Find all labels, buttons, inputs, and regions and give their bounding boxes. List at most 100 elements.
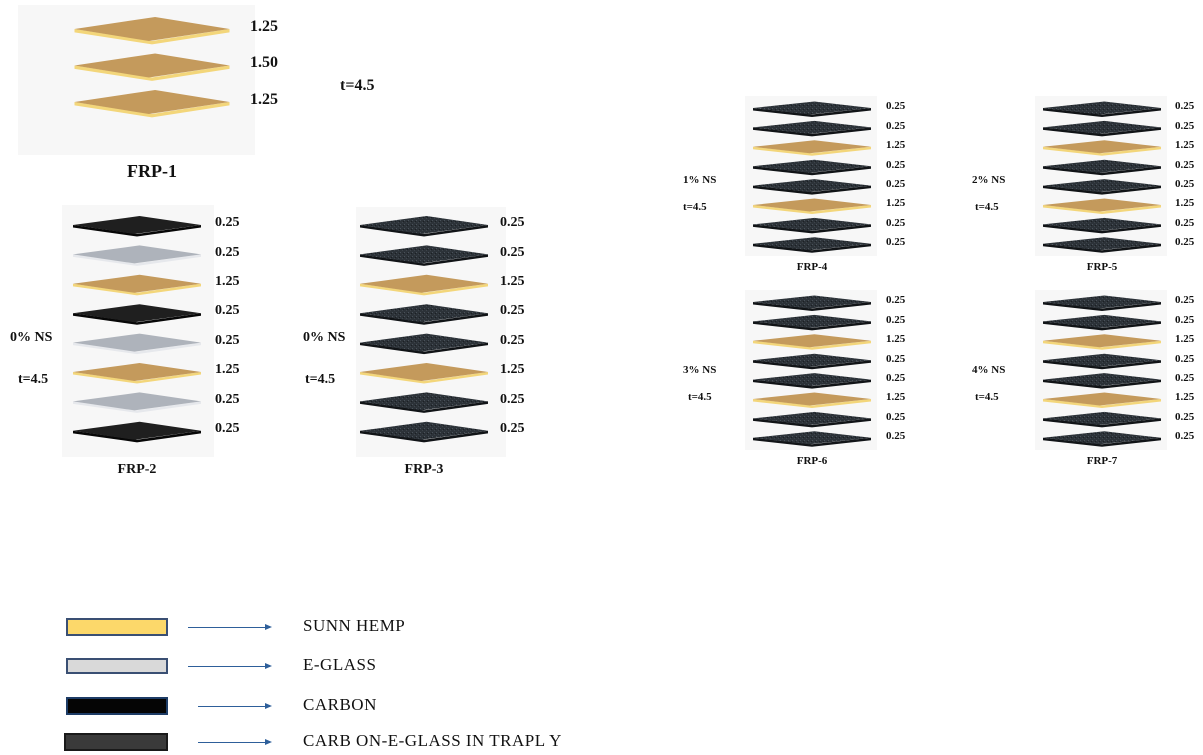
frp6-plate-edge-left xyxy=(753,340,812,350)
frp7-plate-edge-left xyxy=(1043,437,1102,447)
frp6-plate-intraply xyxy=(753,431,871,445)
frp2-layer-thickness: 0.25 xyxy=(215,303,240,319)
frp5-plate-edge-left xyxy=(1043,166,1102,176)
frp4-layer-thickness: 0.25 xyxy=(886,119,906,132)
frp1-plate-hemp xyxy=(74,17,230,41)
frp7-plate-edge-left xyxy=(1043,321,1102,331)
frp2-plate-hemp xyxy=(73,274,201,293)
frp1-layer-thickness: 1.50 xyxy=(250,54,278,72)
frp6-plate-intraply xyxy=(753,353,871,367)
frp4-layer-thickness: 0.25 xyxy=(886,236,906,249)
frp7-plate-intraply xyxy=(1043,411,1161,425)
frp6-layer-thickness: 1.25 xyxy=(886,333,906,346)
frp3-plate-hemp xyxy=(360,274,488,293)
frp3-plate-edge-right xyxy=(424,430,488,443)
frp4-stack xyxy=(745,96,877,256)
frp5-plate-hemp xyxy=(1043,140,1161,154)
frp2-layer-thickness: 1.25 xyxy=(215,362,240,378)
frp5-plate-intraply xyxy=(1043,159,1161,173)
frp1-title: FRP-1 xyxy=(127,161,177,182)
frp5-plate-edge-right xyxy=(1102,166,1161,176)
frp4-layer-thickness: 0.25 xyxy=(886,158,906,171)
frp5-plate-edge-left xyxy=(1043,146,1102,156)
frp5-thickness-total: t=4.5 xyxy=(975,201,999,214)
frp2-plate-edge-right xyxy=(137,401,201,413)
frp4-plate-edge-right xyxy=(812,166,871,176)
frp6-layer-thickness: 0.25 xyxy=(886,352,906,365)
frp4-plate-edge-right xyxy=(812,224,871,234)
frp6-plate-edge-left xyxy=(753,418,812,428)
frp2-plate-glass xyxy=(73,245,201,264)
frp4-plate-edge-left xyxy=(753,108,812,117)
frp2-plate-edge-right xyxy=(137,313,201,325)
frp7-plate-hemp xyxy=(1043,334,1161,348)
frp7-plate-edge-left xyxy=(1043,360,1102,370)
frp5-title: FRP-5 xyxy=(1086,261,1118,274)
frp5-plate-edge-right xyxy=(1102,243,1161,253)
frp3-plate-edge-left xyxy=(360,254,424,266)
frp5-plate-edge-right xyxy=(1102,185,1161,195)
frp2-plate-edge-right xyxy=(137,225,201,237)
frp3-plate-edge-left xyxy=(360,372,424,384)
frp4-layer-thickness: 1.25 xyxy=(886,197,906,210)
frp2-plate-carbon xyxy=(73,216,201,234)
frp3-plate-intraply xyxy=(360,304,488,323)
frp6-plate-edge-right xyxy=(812,399,871,408)
frp6-plate-edge-left xyxy=(753,360,812,370)
frp4-plate-edge-left xyxy=(753,224,812,234)
frp7-layer-thickness: 0.25 xyxy=(1175,313,1195,326)
frp2-plate-edge-left xyxy=(73,401,137,413)
frp4-plate-hemp xyxy=(753,198,871,212)
frp2-plate-edge-left xyxy=(73,372,137,384)
frp7-layer-thickness: 0.25 xyxy=(1175,410,1195,423)
frp3-plate-hemp xyxy=(360,363,488,381)
frp3-layer-thickness: 0.25 xyxy=(500,303,525,319)
frp6-plate-edge-left xyxy=(753,302,812,311)
frp6-plate-edge-right xyxy=(812,321,871,331)
frp1-plate-edge-left xyxy=(74,102,152,118)
frp6-plate-edge-left xyxy=(753,399,812,408)
frp3-layer-thickness: 0.25 xyxy=(500,391,525,407)
frp1-plate-edge-right xyxy=(152,29,230,45)
frp4-plate-edge-right xyxy=(812,243,871,253)
frp4-plate-edge-left xyxy=(753,127,812,137)
frp3-layer-thickness: 1.25 xyxy=(500,362,525,378)
frp3-stack xyxy=(356,207,506,457)
frp5-plate-edge-right xyxy=(1102,224,1161,234)
legend-swatch-glass xyxy=(66,658,168,674)
frp4-plate-intraply xyxy=(753,179,871,193)
frp3-plate-edge-right xyxy=(424,225,488,237)
frp2-plate-edge-left xyxy=(73,430,137,443)
frp7-thickness-total: t=4.5 xyxy=(975,391,999,404)
frp6-layer-thickness: 1.25 xyxy=(886,391,906,404)
frp4-plate-hemp xyxy=(753,140,871,154)
legend-label-intraply: CARB ON-E-GLASS IN TRAPL Y xyxy=(303,731,562,750)
frp4-plate-edge-right xyxy=(812,185,871,195)
frp3-layer-thickness: 0.25 xyxy=(500,244,525,260)
frp2-layer-thickness: 0.25 xyxy=(215,244,240,260)
frp6-plate-intraply xyxy=(753,411,871,425)
frp7-layer-thickness: 0.25 xyxy=(1175,294,1195,307)
frp6-plate-edge-right xyxy=(812,340,871,350)
frp7-plate-intraply xyxy=(1043,314,1161,328)
frp5-plate-edge-right xyxy=(1102,108,1161,117)
frp7-plate-edge-right xyxy=(1102,360,1161,370)
frp2-plate-edge-right xyxy=(137,283,201,296)
frp5-plate-intraply xyxy=(1043,217,1161,231)
legend-label-glass: E-GLASS xyxy=(303,655,377,674)
frp3-plate-edge-right xyxy=(424,283,488,296)
frp2-plate-carbon xyxy=(73,304,201,323)
frp7-plate-edge-right xyxy=(1102,418,1161,428)
frp2-title: FRP-2 xyxy=(117,461,157,477)
frp7-plate-edge-right xyxy=(1102,437,1161,447)
frp2-background xyxy=(62,205,214,457)
frp2-plate-edge-left xyxy=(73,342,137,355)
frp6-plate-edge-right xyxy=(812,379,871,389)
frp3-plate-intraply xyxy=(360,216,488,234)
frp4-plate-edge-right xyxy=(812,205,871,214)
frp4-plate-edge-left xyxy=(753,166,812,176)
frp2-plate-edge-right xyxy=(137,254,201,266)
frp3-plate-intraply xyxy=(360,333,488,352)
frp2-plate-hemp xyxy=(73,363,201,381)
